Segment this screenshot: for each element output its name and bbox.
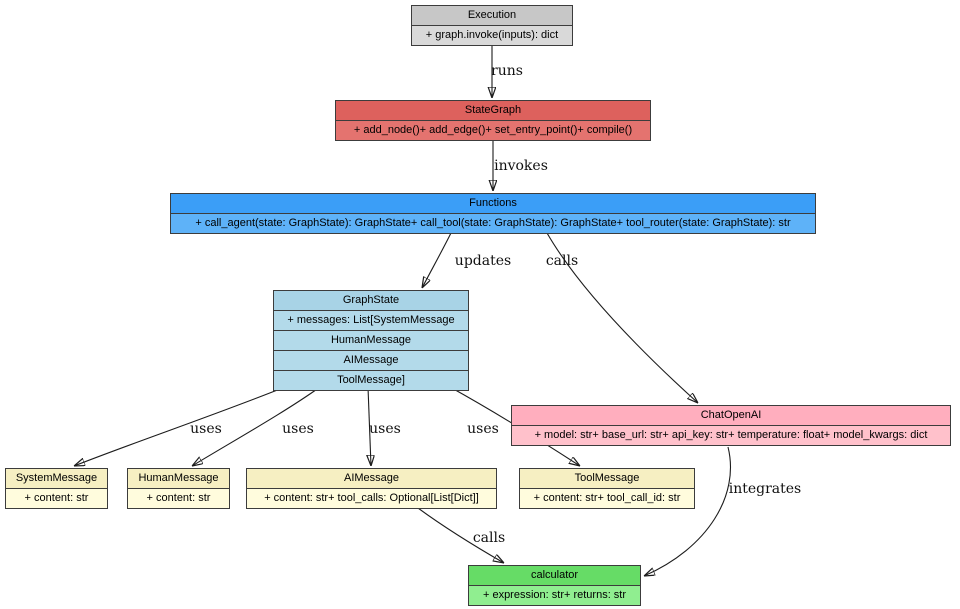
node-execution-title: Execution — [412, 6, 572, 25]
node-chatopenai: ChatOpenAI + model: str+ base_url: str+ … — [511, 405, 951, 446]
edge-integrates — [644, 446, 732, 576]
edge-label-updates: updates — [454, 253, 512, 269]
node-humanmessage-title: HumanMessage — [128, 469, 229, 488]
node-execution-row: + graph.invoke(inputs): dict — [412, 25, 572, 45]
node-functions-title: Functions — [171, 194, 815, 213]
edge-calls-calculator — [417, 507, 504, 563]
node-graphstate-row: AIMessage — [274, 350, 468, 370]
node-chatopenai-row: + model: str+ base_url: str+ api_key: st… — [512, 425, 950, 445]
edge-label-calls-2: calls — [472, 530, 506, 546]
node-aimessage-row: + content: str+ tool_calls: Optional[Lis… — [247, 488, 496, 508]
node-functions: Functions + call_agent(state: GraphState… — [170, 193, 816, 234]
node-calculator-row: + expression: str+ returns: str — [469, 585, 640, 605]
node-graphstate-row: HumanMessage — [274, 330, 468, 350]
node-graphstate: GraphState + messages: List[SystemMessag… — [273, 290, 469, 391]
node-functions-row: + call_agent(state: GraphState): GraphSt… — [171, 213, 815, 233]
node-stategraph: StateGraph + add_node()+ add_edge()+ set… — [335, 100, 651, 141]
edge-label-uses-3: uses — [369, 421, 401, 437]
node-stategraph-title: StateGraph — [336, 101, 650, 120]
node-calculator: calculator + expression: str+ returns: s… — [468, 565, 641, 606]
edge-uses-systemmessage — [74, 386, 286, 466]
node-systemmessage-row: + content: str — [6, 488, 107, 508]
edge-label-uses-1: uses — [190, 421, 222, 437]
node-execution: Execution + graph.invoke(inputs): dict — [411, 5, 573, 46]
edge-uses-aimessage — [368, 386, 371, 466]
edge-label-uses-4: uses — [467, 421, 499, 437]
node-toolmessage-row: + content: str+ tool_call_id: str — [520, 488, 694, 508]
node-graphstate-row: + messages: List[SystemMessage — [274, 310, 468, 330]
node-humanmessage: HumanMessage + content: str — [127, 468, 230, 509]
edge-uses-humanmessage — [192, 386, 321, 466]
edge-label-integrates: integrates — [728, 481, 802, 497]
node-stategraph-row: + add_node()+ add_edge()+ set_entry_poin… — [336, 120, 650, 140]
node-systemmessage: SystemMessage + content: str — [5, 468, 108, 509]
node-calculator-title: calculator — [469, 566, 640, 585]
edge-calls-chatopenai — [546, 232, 698, 403]
node-systemmessage-title: SystemMessage — [6, 469, 107, 488]
edge-label-uses-2: uses — [282, 421, 314, 437]
edge-label-calls-1: calls — [545, 253, 579, 269]
node-humanmessage-row: + content: str — [128, 488, 229, 508]
edge-updates — [422, 232, 452, 288]
node-graphstate-title: GraphState — [274, 291, 468, 310]
node-chatopenai-title: ChatOpenAI — [512, 406, 950, 425]
node-toolmessage-title: ToolMessage — [520, 469, 694, 488]
edge-label-invokes: invokes — [494, 158, 548, 174]
node-graphstate-row: ToolMessage] — [274, 370, 468, 390]
edge-label-runs: runs — [491, 63, 523, 79]
node-aimessage-title: AIMessage — [247, 469, 496, 488]
node-aimessage: AIMessage + content: str+ tool_calls: Op… — [246, 468, 497, 509]
node-toolmessage: ToolMessage + content: str+ tool_call_id… — [519, 468, 695, 509]
